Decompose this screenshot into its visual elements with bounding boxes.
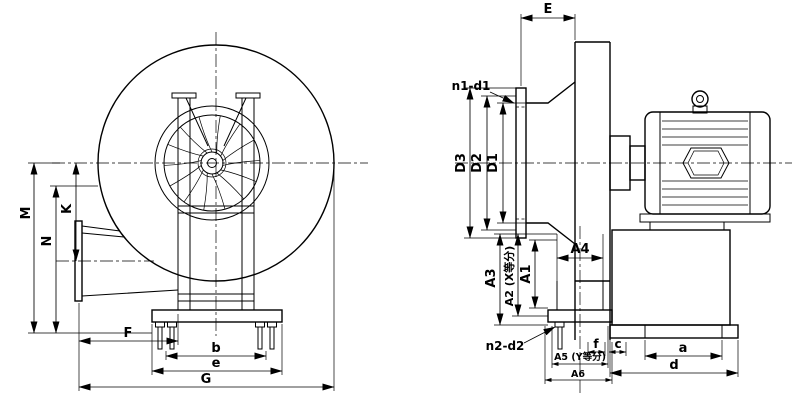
pedestal-box [611, 229, 731, 326]
dim-label-A2: A2 (X等分) [502, 246, 516, 307]
bolt-head [267, 321, 277, 328]
lifting-eye-base [692, 105, 708, 114]
frame-columns [177, 98, 255, 310]
dim-label-b: b [211, 341, 220, 356]
inlet-pipe-cone [526, 81, 576, 245]
motor-stool-plate [639, 213, 771, 223]
column-cap-left [171, 92, 197, 99]
motor [644, 90, 771, 215]
dim-label-M: M [19, 207, 34, 220]
dim-label-n1-d1: n1-d1 [452, 79, 491, 93]
front-dimensions: M N K F b e G [19, 162, 335, 391]
dim-label-A6: A6 [571, 369, 585, 380]
lifting-eye-ring [691, 90, 709, 108]
flange-bolt-holes [516, 106, 526, 220]
impeller-blade [211, 173, 226, 210]
volute-casing [97, 44, 335, 282]
dim-label-c: c [614, 337, 621, 351]
dim-label-G: G [201, 372, 212, 387]
pedestal-base-plate [609, 324, 739, 339]
dim-label-D2: D2 [470, 153, 485, 173]
bolt-stud [257, 326, 263, 350]
support-frame [171, 92, 261, 310]
dim-label-A3: A3 [484, 268, 499, 287]
dim-label-n2-d2: n2-d2 [486, 339, 525, 353]
front-extension-lines [28, 162, 335, 391]
motor-fins [662, 120, 748, 206]
motor-nameplate-inner [687, 150, 725, 176]
side-extension-lines [464, 14, 739, 384]
dim-label-A5: A5 (Y等分) [554, 351, 606, 363]
bedplate-bolt-head [554, 321, 565, 328]
dim-label-K: K [60, 203, 75, 214]
bolt-stud [169, 326, 175, 350]
base-plate [151, 309, 283, 323]
leader-n1-d1 [489, 91, 515, 104]
shaft [207, 158, 217, 168]
impeller-blade [166, 165, 205, 187]
bolt-stud [157, 326, 163, 350]
frame-crossmember-lower [177, 293, 255, 302]
impeller-blade [204, 115, 233, 154]
impeller-blade [212, 123, 249, 157]
bedplate-column [556, 281, 604, 310]
dim-label-d: d [669, 358, 678, 373]
impeller-blade [198, 116, 213, 153]
leader-n2-d2 [523, 326, 556, 344]
front-centerlines [52, 32, 368, 336]
pedestal-bolt-lines [644, 325, 723, 338]
motor-stool-legs [649, 222, 725, 230]
frame-braces [185, 97, 247, 147]
bolt-head [167, 321, 177, 328]
outlet-walls [81, 225, 179, 297]
impeller [154, 105, 270, 221]
blade-rim [163, 114, 261, 212]
impeller-blade [191, 172, 220, 211]
bolt-stud [269, 326, 275, 350]
inlet-ring [154, 105, 270, 221]
lifting-eye-hole [696, 95, 704, 103]
dim-label-e: e [212, 356, 221, 371]
front-view: M N K F b e G [19, 32, 368, 391]
dim-label-F: F [124, 326, 133, 341]
casing-slab [574, 41, 611, 340]
bolt-head [155, 321, 165, 328]
bedplate-bolt-stud [557, 326, 563, 350]
dim-label-A4: A4 [570, 242, 589, 257]
motor-end-bells [659, 112, 751, 214]
column-cap-right [235, 92, 261, 99]
dim-label-f: f [593, 337, 599, 351]
dim-label-N: N [40, 236, 55, 247]
blade-root-circle [197, 148, 227, 178]
casing-side [515, 41, 611, 340]
impeller-blade [216, 166, 245, 205]
side-dimensions: E n1-d1 D3 D2 D1 A4 A3 A2 (X等分) A1 n2-d2… [452, 2, 739, 384]
dim-label-D3: D3 [454, 153, 469, 173]
motor-nameplate [682, 147, 730, 179]
dim-label-a: a [679, 341, 688, 356]
impeller-blade [179, 121, 208, 160]
frame-crossmember-upper [177, 205, 255, 214]
bolt-head [255, 321, 265, 328]
motor-pedestal [609, 213, 771, 339]
dim-label-D1: D1 [486, 153, 501, 173]
dim-label-E: E [544, 2, 553, 17]
dim-label-A1: A1 [519, 264, 534, 283]
impeller-blade [175, 169, 212, 203]
side-view: E n1-d1 D3 D2 D1 A4 A3 A2 (X等分) A1 n2-d2… [452, 2, 792, 395]
